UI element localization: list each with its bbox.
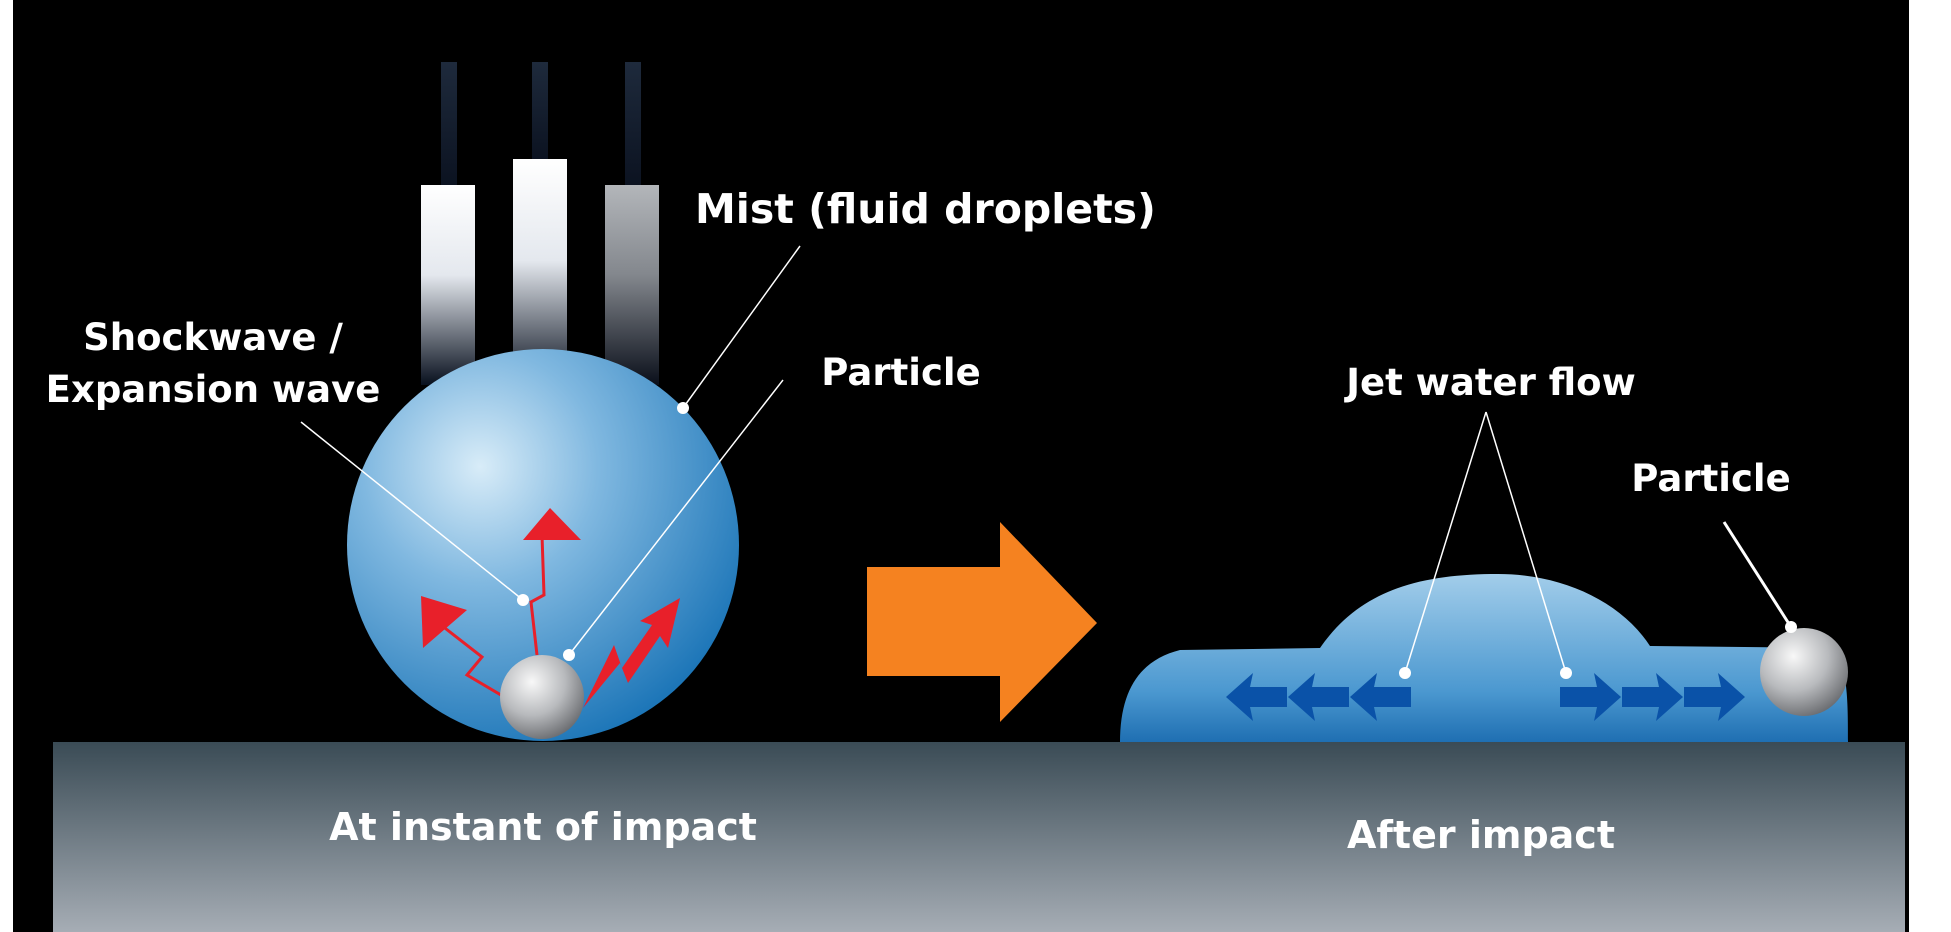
mist-column-stem [532, 62, 548, 162]
shockwave-label-line2: Expansion wave [46, 368, 381, 411]
shock-arrow-left [440, 623, 519, 707]
particle-left-label: Particle [821, 351, 980, 394]
left-leader-dots [517, 402, 689, 661]
substrate [53, 742, 1905, 932]
chevron-arrow-icon [1350, 673, 1411, 721]
instant-caption: At instant of impact [329, 805, 757, 849]
mist-column [513, 159, 567, 385]
chevron-arrow-icon [1684, 673, 1745, 721]
right-leader-dots [1399, 621, 1797, 679]
mist-column [605, 185, 659, 385]
particle-right-label: Particle [1631, 457, 1790, 500]
chevron-arrow-icon [1226, 673, 1287, 721]
flow-arrows-right [1560, 673, 1745, 721]
shock-arrow-left-head [421, 596, 467, 648]
mist-column-stem [441, 62, 457, 188]
mist-label: Mist (fluid droplets) [695, 185, 1156, 233]
particle-right [1760, 628, 1848, 716]
chevron-arrow-icon [1288, 673, 1349, 721]
flow-arrows-left [1226, 673, 1411, 721]
mist-column-stem [625, 62, 641, 188]
shock-arrow-up [529, 534, 546, 656]
right-arrow-icon [867, 522, 1097, 722]
particle-left [500, 655, 584, 739]
right-leader-lines [1404, 411, 1567, 674]
mist-column [421, 185, 475, 385]
particle-right-leader [1722, 521, 1793, 628]
chevron-arrow-icon [1560, 673, 1621, 721]
shockwave-label-line1: Shockwave / [83, 316, 343, 359]
shock-arrow-up-head [523, 508, 581, 540]
jet-flow-label: Jet water flow [1343, 361, 1636, 404]
left-leader-lines [300, 245, 801, 656]
after-caption: After impact [1347, 813, 1615, 857]
shock-arrow-right [583, 598, 680, 708]
mist-columns [421, 62, 659, 385]
chevron-arrow-icon [1622, 673, 1683, 721]
shockwave-arrows [421, 508, 581, 707]
